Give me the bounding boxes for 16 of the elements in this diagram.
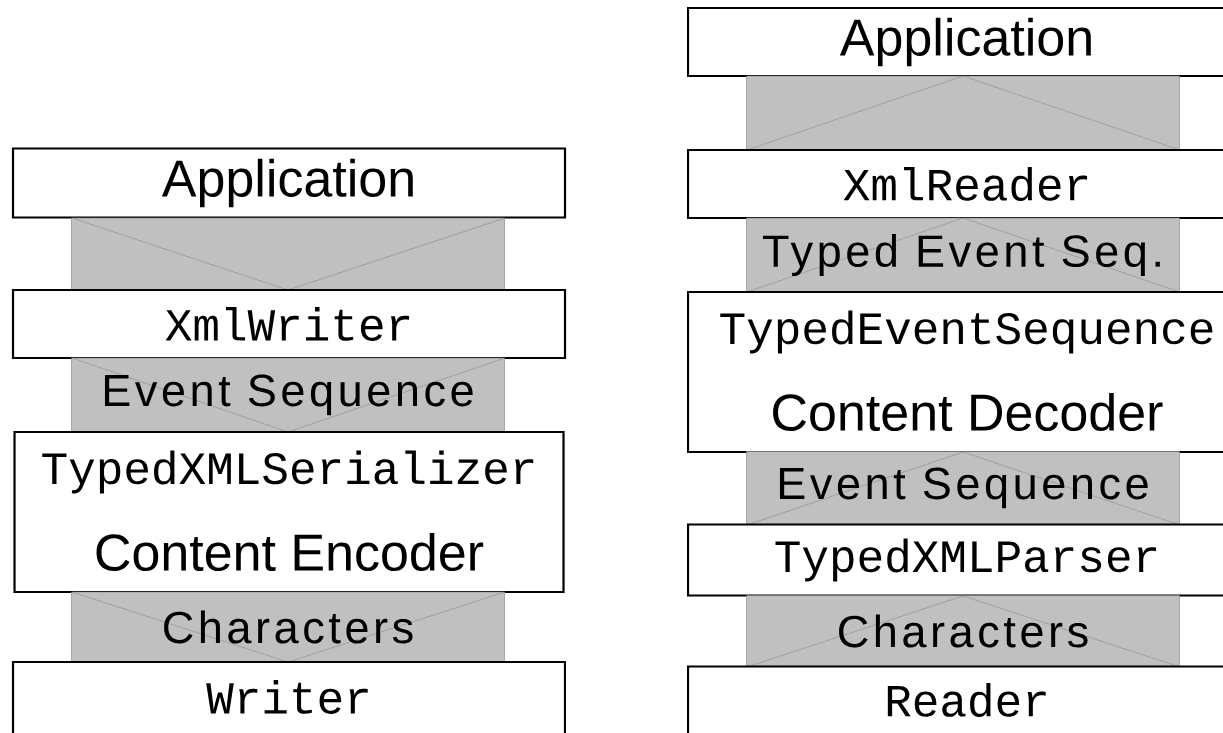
- layer-box: TypedXMLParser: [686, 523, 1223, 597]
- stream-band: Typed Event Seq.: [746, 217, 1181, 293]
- layer-box: XmlReader: [686, 148, 1223, 220]
- layer-box: XmlWriter: [11, 288, 567, 360]
- stream-band: [71, 217, 506, 291]
- stream-band: Event Sequence: [746, 451, 1181, 526]
- stream-band: Event Sequence: [71, 357, 506, 433]
- stream-band: [746, 75, 1181, 151]
- stream-band: Characters: [71, 591, 506, 663]
- layer-box: Application: [686, 6, 1223, 78]
- layer-box: TypedEventSequence Content Decoder: [686, 290, 1223, 454]
- layer-box: Reader: [686, 665, 1223, 733]
- layer-box: Application: [11, 147, 567, 219]
- layer-box: TypedXMLSerializer Content Encoder: [13, 430, 565, 594]
- stream-band: Characters: [746, 595, 1181, 668]
- layer-box: Writer: [11, 660, 567, 733]
